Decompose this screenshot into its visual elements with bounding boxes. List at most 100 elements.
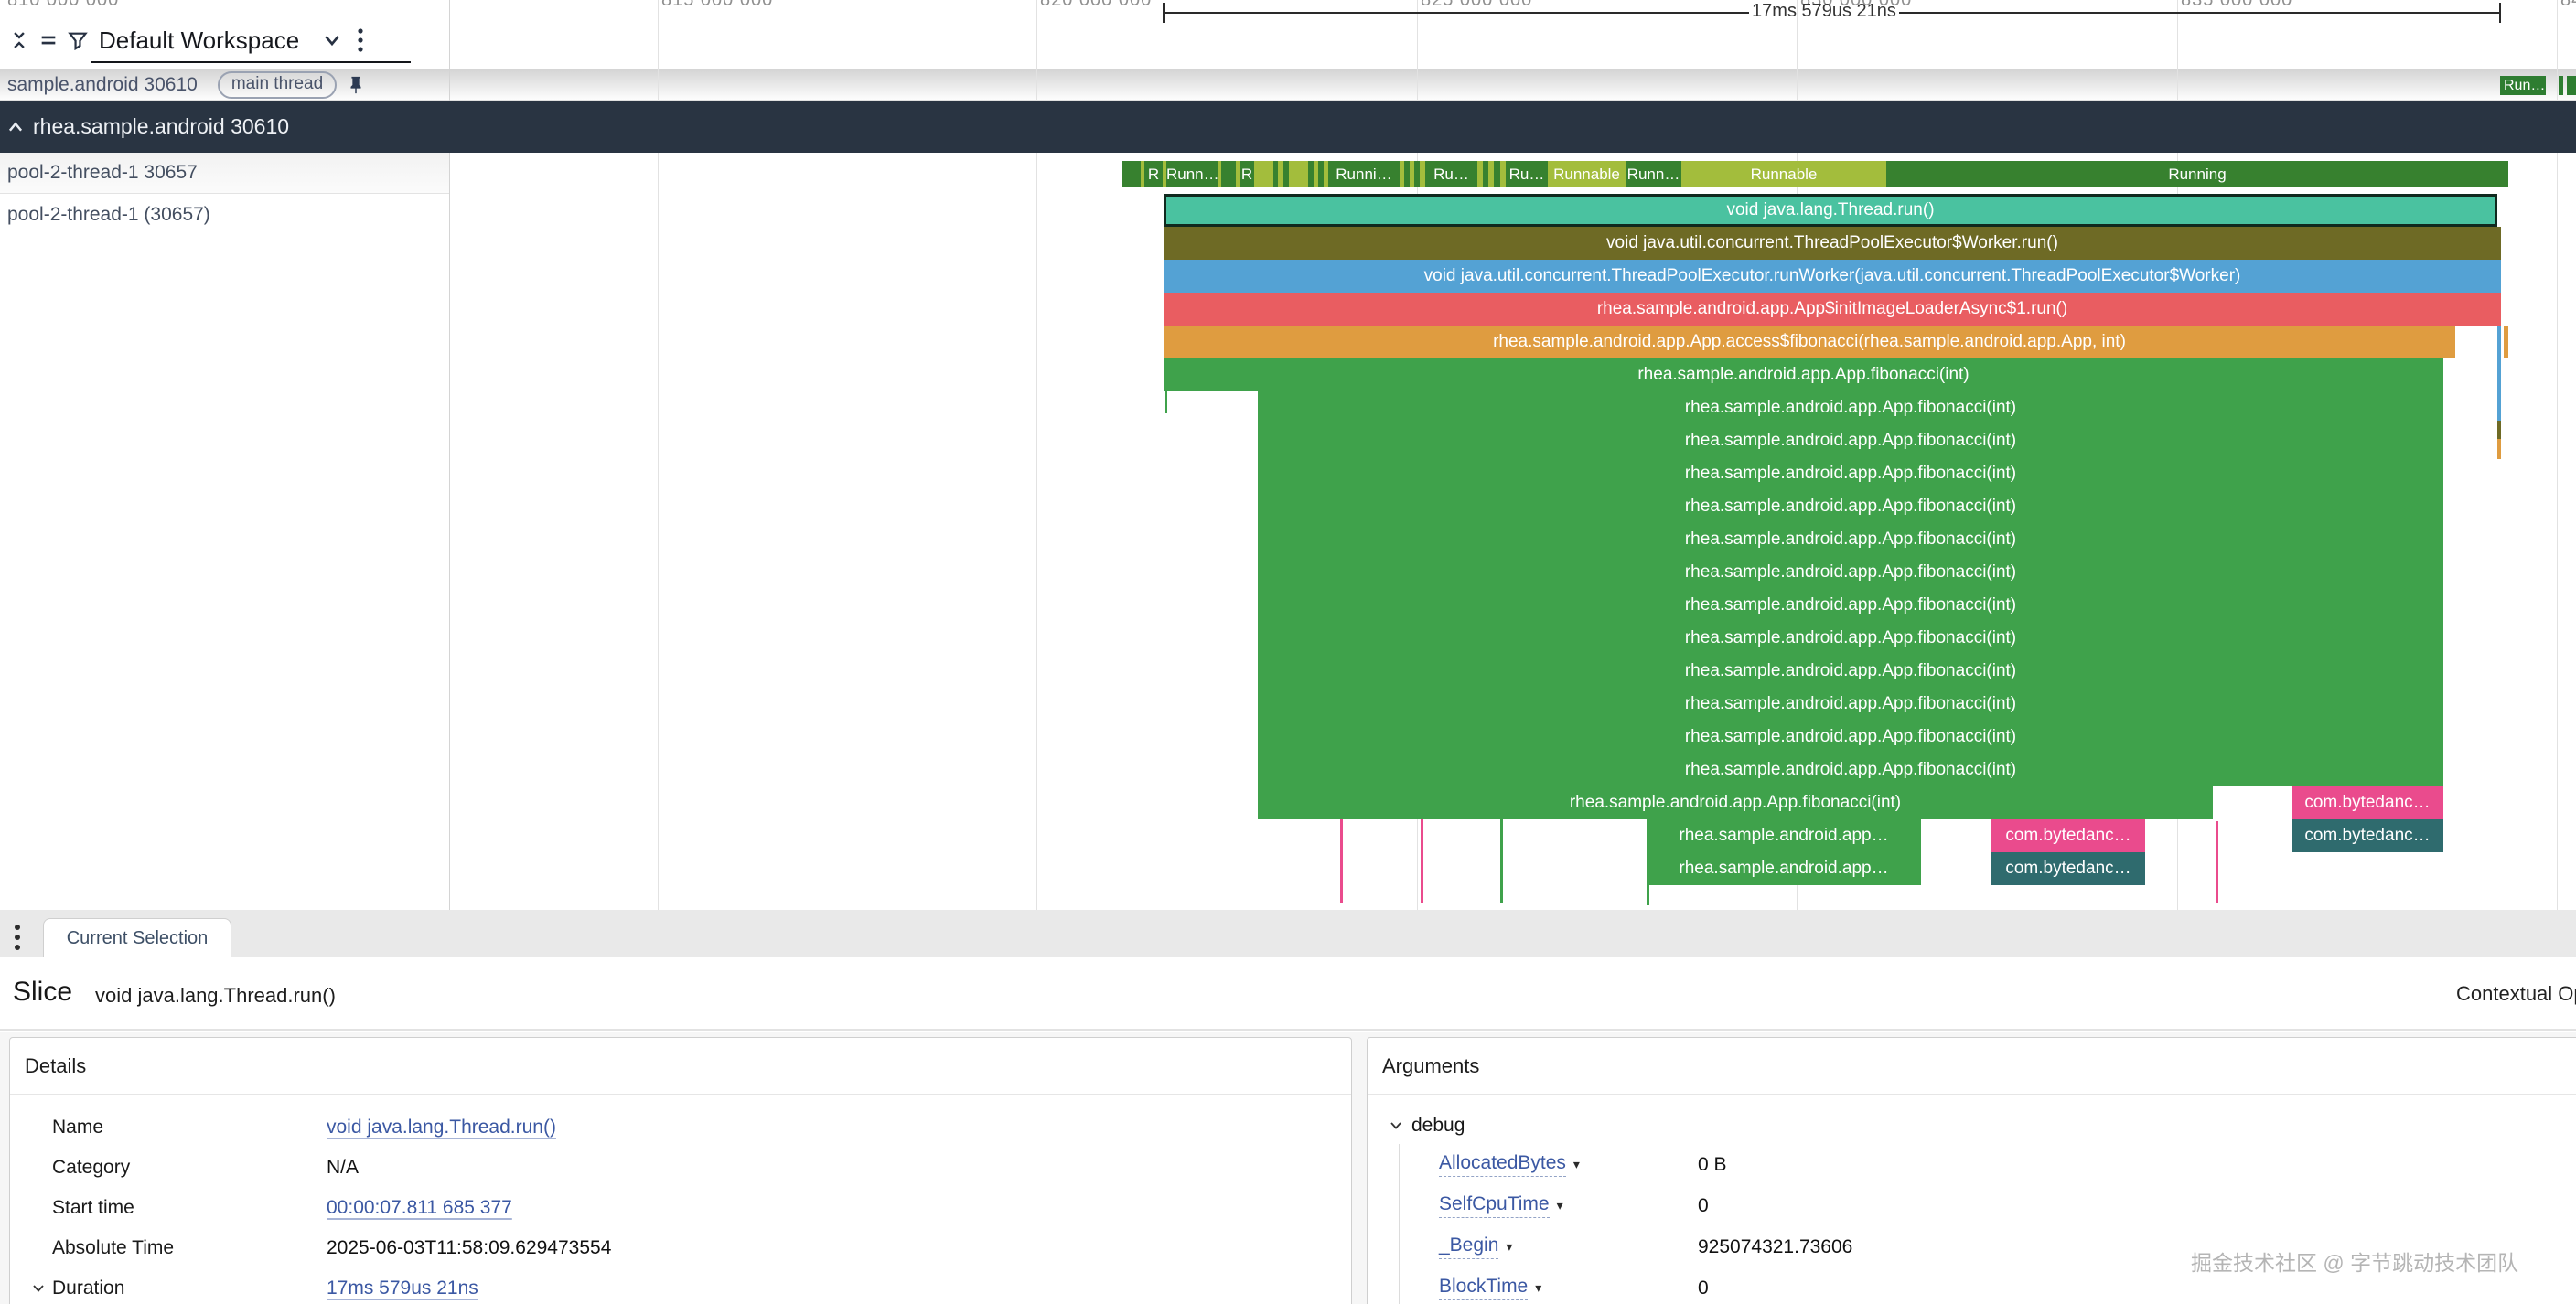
collapse-caret-icon[interactable]: [5, 117, 26, 137]
flame-slice-thin[interactable]: [2497, 421, 2501, 439]
flame-slice[interactable]: rhea.sample.android.app.App.fibonacci(in…: [1258, 523, 2443, 556]
argument-name-link[interactable]: BlockTime: [1439, 1276, 1529, 1300]
unfold-less-icon[interactable]: [9, 30, 29, 50]
thread-state-runnable[interactable]: [1141, 161, 1144, 187]
thread-state-running[interactable]: [1494, 161, 1500, 187]
flame-slice[interactable]: com.bytedanc…: [1991, 819, 2145, 852]
argument-name-link[interactable]: SelfCpuTime: [1439, 1193, 1550, 1218]
flame-slice-thin[interactable]: [2216, 821, 2218, 903]
dropdown-caret-icon[interactable]: ▾: [1572, 1157, 1580, 1171]
flame-slice[interactable]: rhea.sample.android.app.App.fibonacci(in…: [1164, 358, 2443, 391]
flame-slice-thin[interactable]: [1421, 819, 1423, 903]
dropdown-caret-icon[interactable]: ▾: [1556, 1198, 1563, 1213]
thread-state-runnable[interactable]: [1410, 161, 1414, 187]
thread-state-runnable[interactable]: [1314, 161, 1318, 187]
thread-state-runnable[interactable]: [1163, 161, 1166, 187]
flame-slice[interactable]: rhea.sample.android.app.App.fibonacci(in…: [1258, 754, 2443, 786]
main-thread-track-label[interactable]: sample.android 30610 main thread: [7, 69, 366, 101]
thread-state-running[interactable]: Runn…: [1166, 161, 1218, 187]
thread-state-runnable[interactable]: [1289, 161, 1308, 187]
flame-slice[interactable]: rhea.sample.android.app.App.fibonacci(in…: [1258, 490, 2443, 523]
flame-slice[interactable]: rhea.sample.android.app.App.fibonacci(in…: [1258, 556, 2443, 589]
arguments-group-debug[interactable]: debug: [1368, 1107, 2576, 1144]
thread-state-running[interactable]: [1404, 161, 1410, 187]
dropdown-caret-icon[interactable]: ▾: [1535, 1280, 1542, 1295]
thread-state-running[interactable]: Running: [1886, 161, 2508, 187]
flame-slice[interactable]: rhea.sample.android.app.App.fibonacci(in…: [1258, 786, 2213, 819]
flame-slice[interactable]: rhea.sample.android.app.App.fibonacci(in…: [1258, 589, 2443, 622]
flame-slice-thin[interactable]: [2497, 439, 2501, 459]
thread-state-runnable[interactable]: [1400, 161, 1404, 187]
flame-slice[interactable]: void java.lang.Thread.run(): [1164, 194, 2497, 227]
panel-divider[interactable]: [0, 910, 2576, 916]
tab-current-selection[interactable]: Current Selection: [43, 918, 231, 957]
flame-slice[interactable]: com.bytedanc…: [2292, 819, 2443, 852]
flame-slice-thin[interactable]: [1340, 819, 1343, 903]
thread-state-running[interactable]: Ru…: [1506, 161, 1548, 187]
thread-state-runnable[interactable]: [1500, 161, 1506, 187]
detail-value[interactable]: 17ms 579us 21ns: [327, 1277, 478, 1299]
thread-state-running[interactable]: [1318, 161, 1324, 187]
thread-state-runnable[interactable]: [1254, 161, 1273, 187]
thread-state-running[interactable]: R: [1144, 161, 1163, 187]
flame-slice[interactable]: rhea.sample.android.app.App.fibonacci(in…: [1258, 457, 2443, 490]
thread-state-running[interactable]: [1273, 161, 1278, 187]
chevron-down-icon[interactable]: [30, 1280, 47, 1297]
detail-value[interactable]: void java.lang.Thread.run(): [327, 1117, 556, 1138]
filter-icon[interactable]: [68, 30, 88, 50]
flame-slice[interactable]: rhea.sample.android.app.App.access$fibon…: [1164, 326, 2455, 358]
thread-state-runnable[interactable]: Runnable: [1548, 161, 1626, 187]
thread-state-runnable[interactable]: [1218, 161, 1221, 187]
flame-slice[interactable]: rhea.sample.android.app.App.fibonacci(in…: [1258, 655, 2443, 688]
thread-state-runnable[interactable]: [1477, 161, 1483, 187]
track-label-separator[interactable]: [449, 0, 450, 910]
contextual-options-button[interactable]: Contextual Options: [2456, 982, 2576, 1005]
flame-slice-thin[interactable]: [1500, 819, 1503, 903]
thread-state-running[interactable]: [1283, 161, 1289, 187]
flame-slice-thin[interactable]: [1165, 391, 1167, 413]
pin-icon[interactable]: [346, 75, 366, 95]
state-track-label[interactable]: pool-2-thread-1 30657: [0, 153, 449, 194]
thread-state-running[interactable]: Runni…: [1328, 161, 1400, 187]
thread-state-running[interactable]: [1308, 161, 1314, 187]
flame-slice[interactable]: rhea.sample.android.app…: [1647, 819, 1921, 852]
chevron-down-icon[interactable]: [321, 29, 343, 51]
track-main-thread[interactable]: sample.android 30610 main thread Run…: [0, 69, 2576, 101]
process-group-header[interactable]: rhea.sample.android 30610: [0, 101, 2576, 153]
thread-state-slice[interactable]: Run…: [2500, 76, 2546, 95]
flame-slice[interactable]: rhea.sample.android.app…: [1647, 852, 1921, 885]
thread-state-slice[interactable]: [2567, 76, 2576, 95]
dropdown-caret-icon[interactable]: ▾: [1506, 1239, 1513, 1254]
thread-state-runnable[interactable]: [1324, 161, 1328, 187]
panel-drag-handle-icon[interactable]: [15, 925, 22, 950]
argument-name-link[interactable]: AllocatedBytes: [1439, 1152, 1566, 1177]
flame-slice[interactable]: void java.util.concurrent.ThreadPoolExec…: [1164, 260, 2501, 293]
flame-graph[interactable]: void java.lang.Thread.run()void java.uti…: [0, 0, 2576, 910]
thread-state-running[interactable]: [1414, 161, 1420, 187]
flame-track-label[interactable]: pool-2-thread-1 (30657): [0, 194, 449, 236]
thread-state-runnable[interactable]: Runnable: [1681, 161, 1886, 187]
flame-slice[interactable]: rhea.sample.android.app.App.fibonacci(in…: [1258, 622, 2443, 655]
thread-state-running[interactable]: R: [1240, 161, 1254, 187]
thread-state-runnable[interactable]: [1236, 161, 1240, 187]
flame-slice[interactable]: com.bytedanc…: [2292, 786, 2443, 819]
flame-slice[interactable]: rhea.sample.android.app.App.fibonacci(in…: [1258, 424, 2443, 457]
thread-state-runnable[interactable]: [1278, 161, 1283, 187]
thread-state-running[interactable]: [1221, 161, 1236, 187]
thread-state-slice[interactable]: [2559, 76, 2563, 95]
flame-slice-thin[interactable]: [2497, 326, 2501, 421]
thread-state-running[interactable]: Runn…: [1626, 161, 1681, 187]
flame-slice[interactable]: rhea.sample.android.app.App.fibonacci(in…: [1258, 721, 2443, 754]
flame-slice[interactable]: void java.util.concurrent.ThreadPoolExec…: [1164, 227, 2501, 260]
thread-state-runnable[interactable]: [1420, 161, 1425, 187]
thread-state-running[interactable]: Ru…: [1425, 161, 1477, 187]
thread-state-running[interactable]: [1483, 161, 1488, 187]
flame-slice[interactable]: rhea.sample.android.app.App.fibonacci(in…: [1258, 391, 2443, 424]
flame-slice[interactable]: [2504, 326, 2508, 358]
thread-state-running[interactable]: [1122, 161, 1141, 187]
kebab-menu-icon[interactable]: [356, 27, 365, 54]
flame-slice-thin[interactable]: [1647, 885, 1649, 905]
chevron-down-icon[interactable]: [1388, 1117, 1404, 1134]
